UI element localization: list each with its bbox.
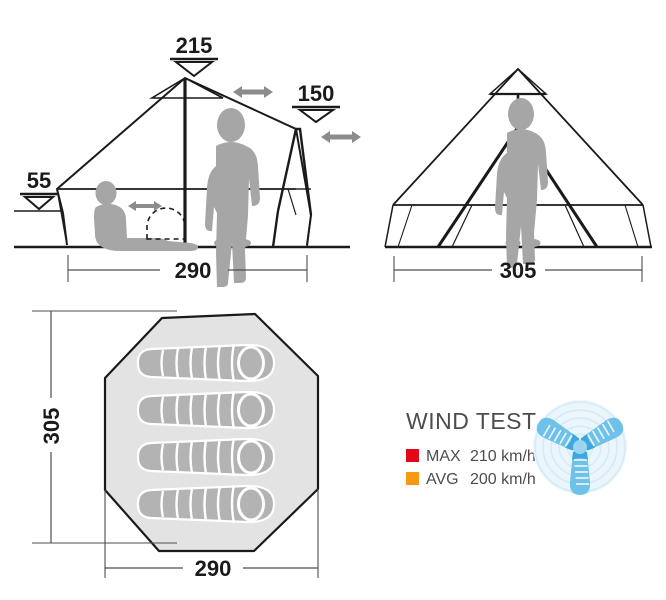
expand-arrow-inner-side bbox=[128, 201, 162, 211]
rear-wall-side bbox=[56, 188, 68, 246]
max-label: MAX bbox=[426, 448, 461, 465]
avg-color-swatch bbox=[406, 472, 419, 485]
expand-arrow-roof-side bbox=[233, 86, 273, 98]
avg-value: 200 km/h bbox=[470, 471, 536, 488]
dimension-215-triangle bbox=[173, 61, 215, 78]
seated-person-silhouette-side bbox=[94, 181, 198, 251]
wind-test-title: WIND TEST bbox=[406, 408, 537, 434]
dimension-55-label: 55 bbox=[27, 168, 51, 193]
view-side-elevation: 215 150 55 bbox=[14, 33, 361, 287]
tent-apex-side bbox=[149, 77, 224, 99]
sleeping-berth-3 bbox=[136, 437, 276, 477]
sleeping-berth-1 bbox=[136, 343, 276, 383]
door-brace-side bbox=[287, 188, 297, 216]
dimension-150-label: 150 bbox=[298, 81, 335, 106]
dimension-290-plan: 290 bbox=[104, 489, 319, 581]
standing-person-silhouette-side bbox=[205, 108, 260, 287]
door-panel-side bbox=[276, 127, 313, 216]
dimension-305-plan-label: 305 bbox=[39, 408, 64, 445]
dimension-215-label: 215 bbox=[176, 33, 213, 58]
max-value: 210 km/h bbox=[470, 448, 536, 465]
sleeping-berth-4 bbox=[136, 484, 276, 524]
dimension-290-side: 290 bbox=[67, 255, 308, 283]
dimension-290-plan-label: 290 bbox=[195, 556, 232, 581]
sleeping-berth-2 bbox=[136, 390, 276, 430]
dimension-305-front-label: 305 bbox=[500, 258, 537, 283]
right-wall-front bbox=[642, 204, 652, 248]
wind-test-row-max: MAX 210 km/h bbox=[406, 448, 536, 465]
guy-line-left-front bbox=[451, 204, 473, 248]
guy-line-far-left-front bbox=[397, 204, 413, 248]
door-pole-side bbox=[271, 210, 280, 248]
sleeping-mat-dashed-side bbox=[146, 207, 186, 240]
expand-arrow-door-side bbox=[321, 131, 361, 143]
wind-test-row-avg: AVG 200 km/h bbox=[406, 471, 536, 488]
max-color-swatch bbox=[406, 449, 419, 462]
fan-blade-1 bbox=[569, 450, 591, 495]
dimension-150-triangle bbox=[297, 109, 337, 124]
dimension-150: 150 bbox=[292, 81, 340, 124]
fan-propeller-icon bbox=[533, 400, 627, 495]
view-front-elevation: 305 bbox=[384, 67, 652, 283]
dimension-215: 215 bbox=[170, 33, 218, 78]
guy-line-far-right-front bbox=[624, 204, 639, 248]
dimension-305-front: 305 bbox=[393, 256, 643, 283]
support-pole-left-front bbox=[436, 126, 520, 248]
left-wall-front bbox=[384, 204, 394, 248]
guy-line-right-front bbox=[564, 204, 585, 248]
avg-label: AVG bbox=[426, 471, 459, 488]
fan-hub bbox=[573, 440, 587, 454]
dimension-55-triangle bbox=[22, 196, 56, 211]
dimension-290-side-label: 290 bbox=[175, 258, 212, 283]
wind-test-panel: WIND TEST MAX 210 km/h AVG 200 km/h bbox=[406, 400, 627, 495]
view-floor-plan: 305 290 bbox=[32, 310, 320, 581]
standing-person-silhouette-front bbox=[495, 98, 548, 268]
door-edge-side bbox=[306, 214, 312, 248]
dimension-305-plan: 305 bbox=[32, 310, 177, 544]
dimension-55: 55 bbox=[14, 168, 62, 212]
